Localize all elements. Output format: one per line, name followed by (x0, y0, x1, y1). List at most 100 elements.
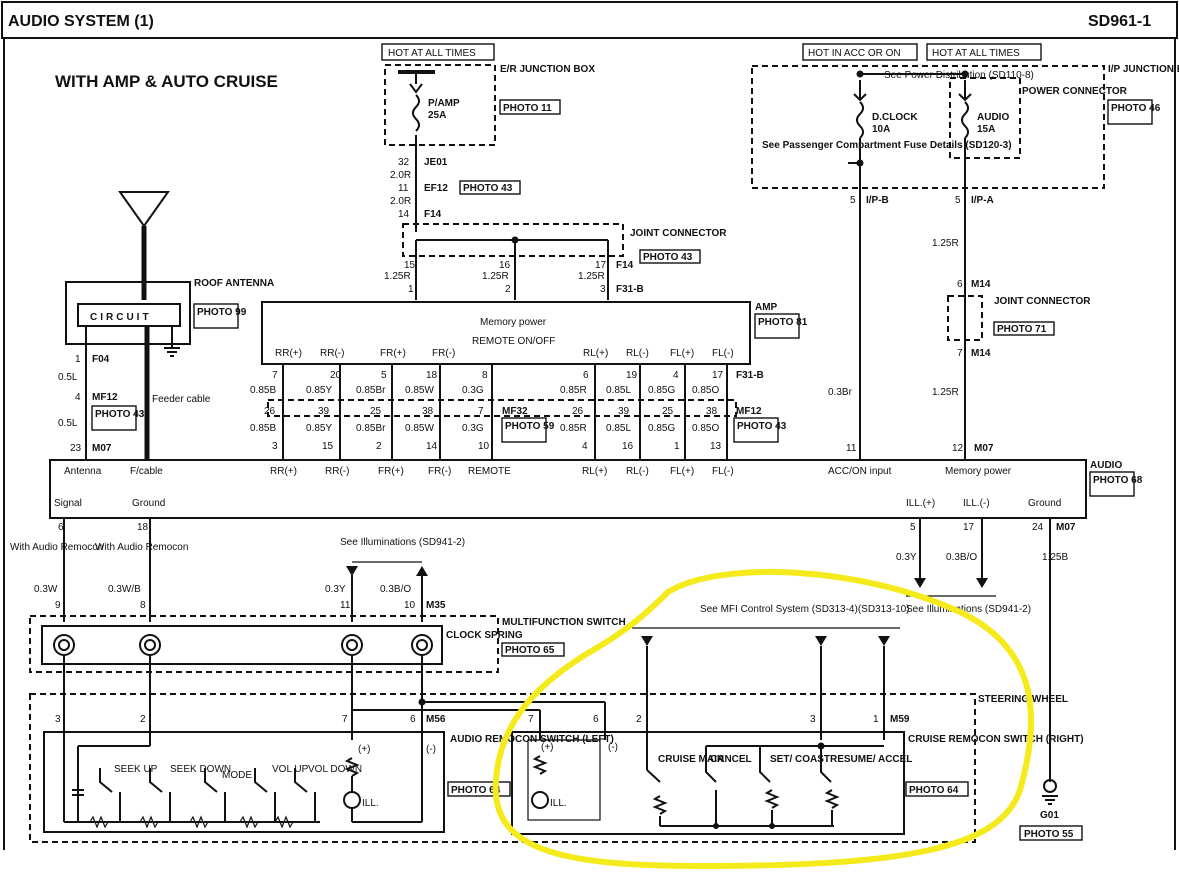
roof-antenna-photo-box (193, 303, 239, 329)
svg-text:1: 1 (674, 441, 680, 452)
ground-icon (164, 347, 180, 357)
pin-10: 10 (404, 600, 416, 611)
mfi-arrow-1 (641, 636, 653, 646)
btn-seek-down: SEEK DOWN (170, 764, 231, 775)
audio-remocon-photo: PHOTO 64 (451, 785, 501, 796)
wire-085b-a: 0.85B (250, 385, 276, 396)
multifunction-label: MULTIFUNCTION SWITCH (502, 617, 626, 628)
m14-label-a: M14 (971, 279, 991, 290)
power-connector-label: POWER CONNECTOR (1022, 86, 1128, 97)
wire-085y-a: 0.85Y (306, 385, 332, 396)
svg-text:2: 2 (140, 714, 146, 725)
wire-085w-a: 0.85W (405, 385, 434, 396)
pin-1: 1 (408, 284, 414, 295)
mfi-arrow-3 (878, 636, 890, 646)
svg-text:15: 15 (322, 441, 334, 452)
wire-03g-b: 0.3G (462, 423, 484, 434)
m07-label-b: M07 (974, 443, 994, 454)
amp-label-rr-plus: RR(+) (275, 348, 302, 359)
pin-9: 9 (55, 600, 61, 611)
svg-text:6: 6 (410, 714, 416, 725)
amp-label-remote: REMOTE ON/OFF (472, 336, 555, 347)
svg-text:13: 13 (710, 441, 722, 452)
circuit-label: CIRCUIT (90, 312, 152, 323)
amp-label-rr-minus: RR(-) (320, 348, 344, 359)
wire-1-25r-d: 1.25R (932, 238, 959, 249)
f31b-label-b: F31-B (736, 370, 764, 381)
resistor-icons (89, 815, 294, 829)
wire-03br: 0.3Br (828, 387, 853, 398)
cancel-switch (705, 746, 717, 826)
wire-125b: 1.25B (1042, 552, 1068, 563)
roof-antenna-photo: PHOTO 99 (197, 307, 247, 318)
cruise-main-switch (646, 769, 661, 783)
junction-dot (769, 823, 775, 829)
circuit-box (77, 303, 181, 327)
see-illum-label-1: See Illuminations (SD941-2) (340, 537, 465, 548)
clock-spring-box (41, 625, 443, 665)
pin-6-signal: 6 (58, 522, 64, 533)
wire-2-0r-b: 2.0R (390, 196, 411, 207)
wire-085o-b: 0.85O (692, 423, 719, 434)
wire-085w-b: 0.85W (405, 423, 434, 434)
svg-text:8: 8 (482, 370, 488, 381)
hot-all-times-box-1 (381, 43, 495, 61)
audio-fuse-arrow (958, 80, 972, 102)
pin-3: 3 (600, 284, 606, 295)
cruise-ill-label: ILL. (550, 798, 567, 809)
passenger-ref-label: See Passenger Compartment Fuse Details (… (762, 140, 1012, 151)
svg-text:18: 18 (426, 370, 438, 381)
cruise-remocon-photo: PHOTO 64 (909, 785, 959, 796)
d-clock-fuse-icon (856, 101, 864, 139)
svg-text:7: 7 (342, 714, 348, 725)
audio-label-remote: REMOTE (468, 466, 511, 477)
p-amp-rating: 25A (428, 110, 446, 121)
f31b-label-a: F31-B (616, 284, 644, 295)
svg-text:6: 6 (593, 714, 599, 725)
joint-photo: PHOTO 43 (643, 252, 693, 263)
wire-03g-a: 0.3G (462, 385, 484, 396)
er-junction-box (384, 64, 496, 146)
g01-photo: PHOTO 55 (1024, 829, 1074, 840)
ip-photo-box (1107, 99, 1153, 125)
joint-connector-2-label: JOINT CONNECTOR (994, 296, 1091, 307)
junction-dot (856, 70, 864, 78)
pin-17-ill: 17 (963, 522, 975, 533)
wire-085br-b: 0.85Br (356, 423, 386, 434)
pin-5-a: 5 (955, 195, 961, 206)
pin-12: 12 (952, 443, 964, 454)
wire-03bo-a: 0.3B/O (380, 584, 411, 595)
see-illum-label-2: See Illuminations (SD941-2) (906, 604, 1031, 615)
header-bar (1, 1, 1178, 39)
pin-14: 14 (398, 209, 410, 220)
svg-text:7: 7 (272, 370, 278, 381)
wire-085y-b: 0.85Y (306, 423, 332, 434)
audio-ill-resistor-icon (344, 757, 360, 777)
audio-label-fr-plus: FR(+) (378, 466, 404, 477)
btn-vol-down: VOL DOWN (308, 764, 362, 775)
cruise-remocon-switch-box (511, 731, 905, 835)
diagram-subtitle: WITH AMP & AUTO CRUISE (55, 72, 278, 91)
amp-box (261, 301, 751, 365)
pin-11-illum: 11 (340, 600, 351, 611)
pin-5-ill: 5 (910, 522, 916, 533)
amp-title: AMP (755, 302, 778, 313)
joint-connector-label: JOINT CONNECTOR (630, 228, 727, 239)
audio-remocon-minus: (-) (426, 744, 436, 755)
wire-085l-a: 0.85L (606, 385, 631, 396)
wire-05l-a: 0.5L (58, 372, 78, 383)
audio-label-fl-plus: FL(+) (670, 466, 694, 477)
ef12-photo: PHOTO 43 (463, 183, 513, 194)
je01-label: JE01 (424, 157, 448, 168)
p-amp-label: P/AMP (428, 98, 460, 109)
yellow-highlight-circle (492, 569, 1035, 870)
audio-ill-label: ILL. (362, 798, 379, 809)
mf12-photo-b: PHOTO 43 (737, 421, 787, 432)
cruise-resistor-icon (652, 795, 668, 815)
svg-text:14: 14 (426, 441, 438, 452)
wire-03wb: 0.3W/B (108, 584, 141, 595)
cruise-ill-box (527, 739, 601, 821)
svg-text:38: 38 (422, 406, 434, 417)
d-clock-rating: 10A (872, 124, 890, 135)
